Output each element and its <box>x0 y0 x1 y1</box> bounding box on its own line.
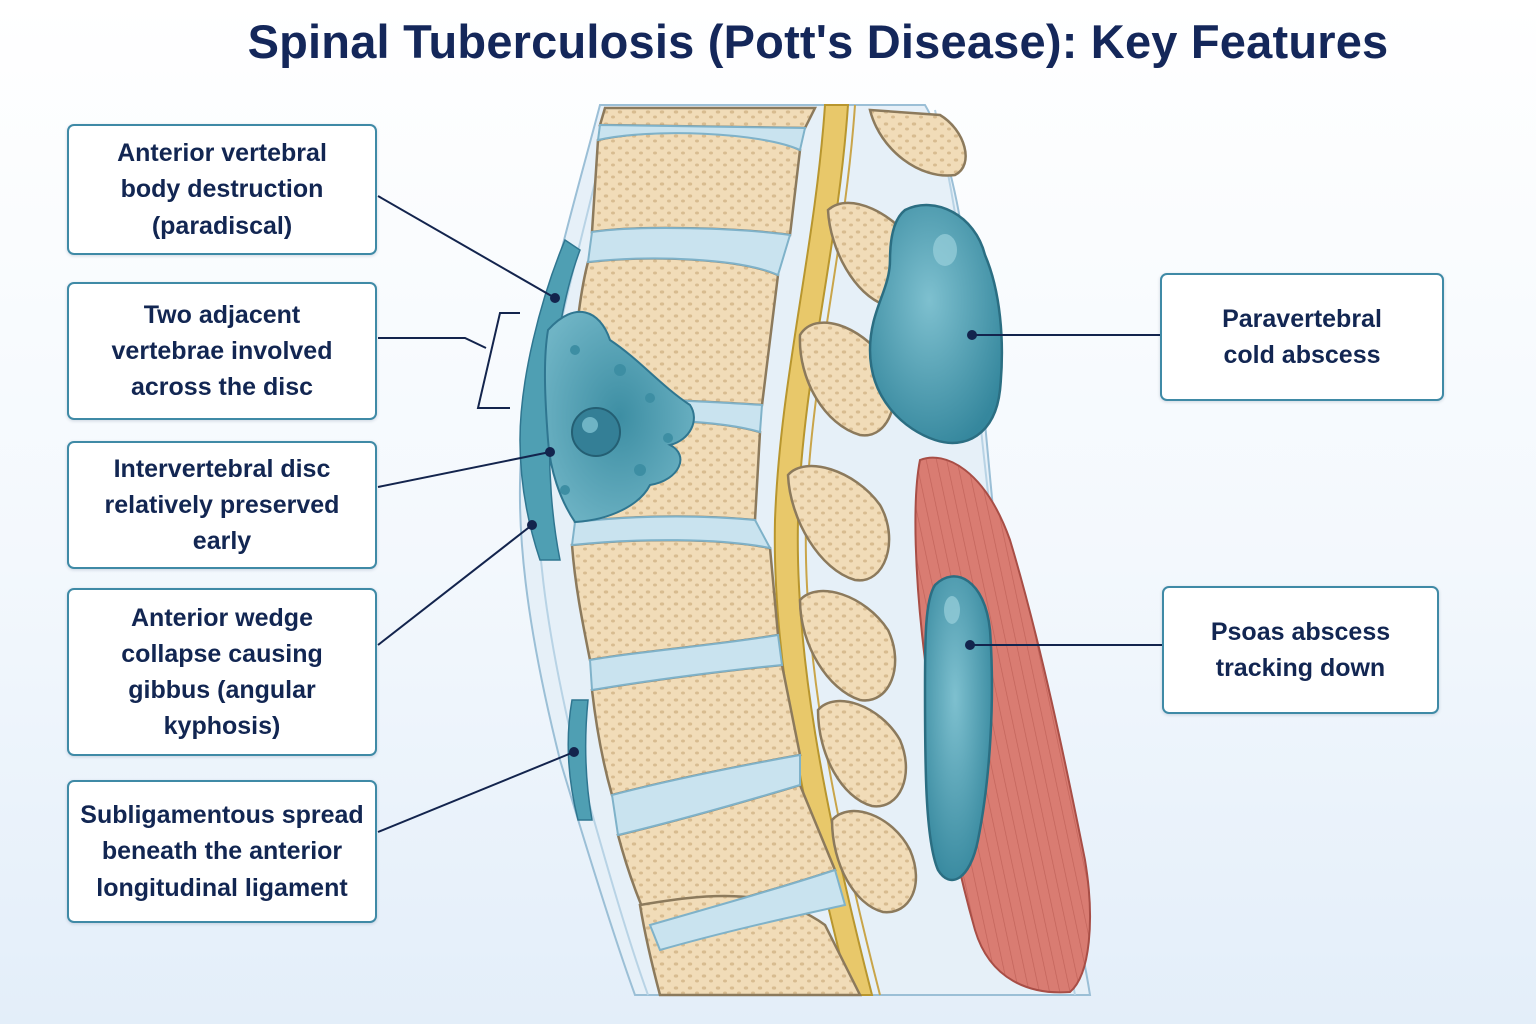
label-two-adjacent-text: Two adjacent vertebrae involved across t… <box>111 300 333 402</box>
label-paravertebral: Paravertebral cold abscess <box>1160 273 1444 401</box>
label-subligamentous: Subligamentous spread beneath the anteri… <box>67 780 377 923</box>
paravertebral-abscess <box>868 203 1004 445</box>
leader-subligamentous <box>377 751 575 833</box>
disc-7 <box>648 868 847 952</box>
leader-two-adjacent <box>378 337 487 349</box>
label-disc-preserved: Intervertebral disc relatively preserved… <box>67 441 377 569</box>
leader-dots <box>527 293 977 757</box>
leader-two-adjacent-bracket <box>476 312 520 409</box>
label-anterior-destruction-text: Anterior vertebral body destruction (par… <box>117 139 327 240</box>
label-wedge-collapse: Anterior wedge collapse causing gibbus (… <box>67 588 377 756</box>
leader-disc-preserved <box>377 451 551 488</box>
label-psoas-text: Psoas abscess tracking down <box>1210 617 1391 682</box>
disc-5 <box>588 633 784 692</box>
label-two-adjacent: Two adjacent vertebrae involved across t… <box>67 282 377 420</box>
label-paravertebral-text: Paravertebral cold abscess <box>1222 304 1382 369</box>
label-psoas: Psoas abscess tracking down <box>1162 586 1439 714</box>
vertebral-bodies <box>568 106 863 997</box>
label-anterior-destruction: Anterior vertebral body destruction (par… <box>67 124 377 255</box>
label-wedge-collapse-text: Anterior wedge collapse causing gibbus (… <box>121 603 323 741</box>
psoas-abscess <box>923 575 994 882</box>
leader-lines <box>377 195 1162 833</box>
subligamentous-spread-lower <box>567 699 593 821</box>
disc-4 <box>570 515 772 550</box>
leader-anterior-destruction <box>377 195 556 299</box>
vertebra-2 <box>590 131 802 237</box>
disc-6 <box>610 753 801 837</box>
page-title: Spinal Tuberculosis (Pott's Disease): Ke… <box>247 15 1389 68</box>
tb-lesion <box>543 310 695 524</box>
label-subligamentous-text: Subligamentous spread beneath the anteri… <box>80 801 364 902</box>
label-disc-preserved-text: Intervertebral disc relatively preserved… <box>104 454 340 556</box>
disc-1 <box>596 123 807 152</box>
leader-wedge-collapse <box>377 524 533 646</box>
disc-2 <box>586 227 792 277</box>
